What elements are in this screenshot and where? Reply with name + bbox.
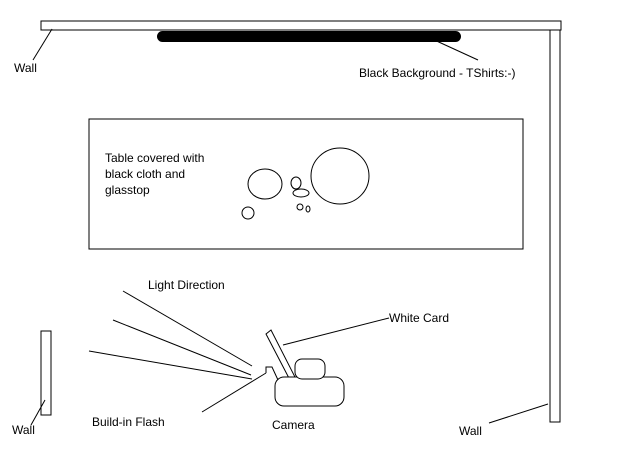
top-wall	[40, 20, 562, 31]
glass-large	[310, 147, 370, 205]
label-light-direction: Light Direction	[148, 278, 225, 292]
leader-flash	[201, 372, 267, 413]
label-table-line1: Table covered with	[105, 151, 204, 165]
leader-background	[429, 37, 479, 61]
left-wall	[40, 330, 52, 416]
label-table-line3: glasstop	[105, 183, 150, 197]
glass-tiny-2	[305, 205, 311, 213]
label-wall-right: Wall	[459, 424, 482, 438]
label-camera: Camera	[272, 418, 315, 432]
glass-objects	[241, 147, 370, 220]
light-direction-lines	[88, 290, 253, 380]
label-wall-top-left: Wall	[14, 61, 37, 75]
light-ray-1	[122, 290, 253, 367]
table	[88, 118, 524, 250]
glass-tiny-1	[296, 203, 304, 211]
camera-viewfinder	[294, 358, 326, 380]
camera-body	[274, 358, 345, 407]
glass-small-oval	[292, 188, 310, 198]
light-ray-2	[112, 319, 252, 376]
label-black-background: Black Background - TShirts:-)	[359, 66, 516, 80]
leader-white-card	[282, 317, 390, 346]
glass-small-top	[290, 176, 302, 190]
leader-wall-right	[488, 403, 549, 424]
black-background-bar	[157, 31, 461, 42]
glass-medium	[247, 168, 283, 200]
build-in-flash	[265, 366, 279, 381]
label-white-card: White Card	[389, 311, 449, 325]
label-wall-left: Wall	[12, 423, 35, 437]
light-ray-3	[88, 350, 253, 380]
label-build-in-flash: Build-in Flash	[92, 415, 165, 429]
right-wall	[549, 29, 561, 423]
glass-left-small	[241, 206, 255, 220]
leader-lines	[30, 28, 549, 426]
leader-wall-left	[30, 399, 46, 426]
label-table-line2: black cloth and	[105, 167, 185, 181]
camera-main	[274, 376, 345, 407]
leader-wall-top	[32, 28, 53, 61]
